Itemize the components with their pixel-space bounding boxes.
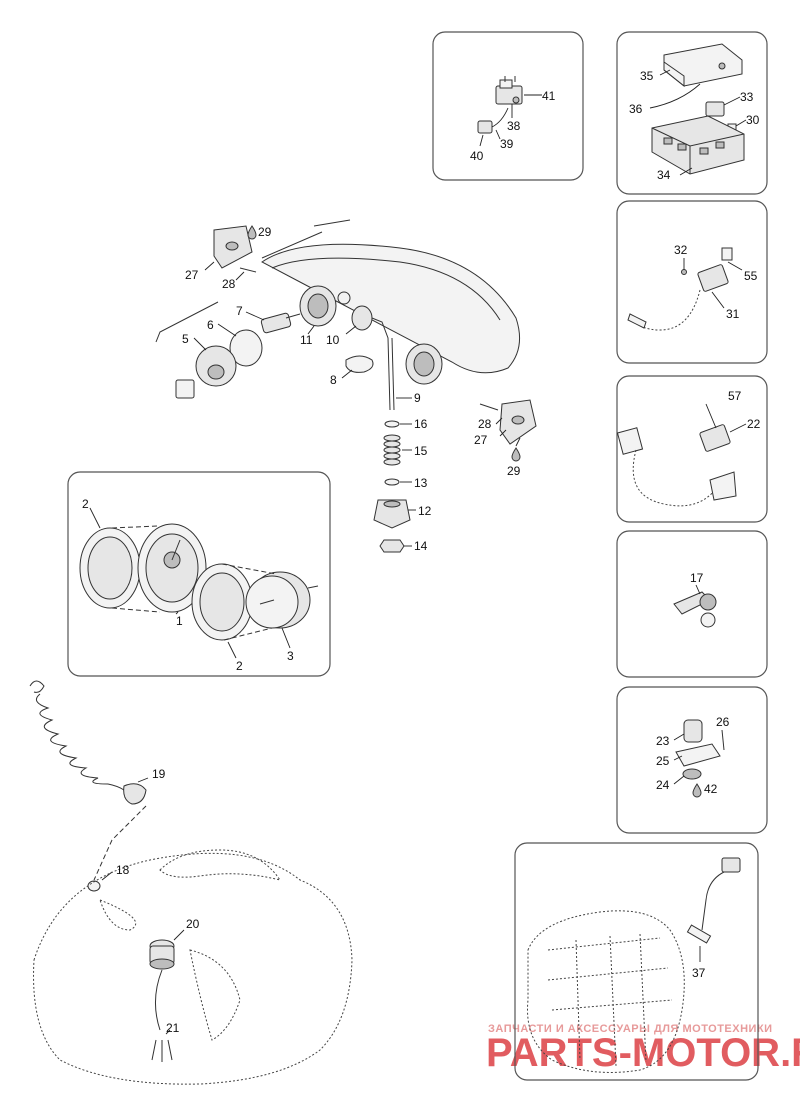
- callout-20: 20: [186, 917, 200, 931]
- panel-module-harness: 57 22: [616, 375, 768, 523]
- lanyard-and-hull: [29, 680, 353, 1085]
- callout-9: 9: [414, 391, 421, 405]
- callout-18: 18: [116, 863, 130, 877]
- drop-icon: [511, 447, 521, 462]
- watermark: ЗАПЧАСТИ И АКСЕССУАРЫ ДЛЯ МОТОТЕХНИКИ PA…: [486, 1023, 800, 1075]
- callout-2-bottom: 2: [236, 659, 243, 673]
- callout-29-bottom: 29: [507, 464, 521, 478]
- panel-key-switch: 17: [616, 530, 768, 678]
- callout-17: 17: [690, 571, 704, 585]
- callout-57: 57: [728, 389, 742, 403]
- callout-38: 38: [507, 119, 521, 133]
- callout-27-bottom: 27: [474, 433, 488, 447]
- panel-relay-switch: 41 38 39 40: [432, 31, 584, 181]
- panel-buzzer: 23 25 24 26 42: [616, 686, 768, 834]
- callout-42: 42: [704, 782, 718, 796]
- panel-relay-harness: 32 55 31: [616, 200, 768, 364]
- watermark-tagline: ЗАПЧАСТИ И АКСЕССУАРЫ ДЛЯ МОТОТЕХНИКИ: [488, 1023, 773, 1035]
- callout-16: 16: [414, 417, 428, 431]
- panel-gauges: 2 1 2 3: [67, 471, 331, 677]
- callout-14: 14: [414, 539, 428, 553]
- callout-5: 5: [182, 332, 189, 346]
- callout-21: 21: [166, 1021, 180, 1035]
- callout-6: 6: [207, 318, 214, 332]
- callout-28-top: 28: [222, 277, 236, 291]
- callout-33: 33: [740, 90, 754, 104]
- callout-15: 15: [414, 444, 428, 458]
- bracket-upper: [204, 225, 257, 281]
- callout-2-top: 2: [82, 497, 89, 511]
- callout-40: 40: [470, 149, 484, 163]
- callout-23: 23: [656, 734, 670, 748]
- callout-8: 8: [330, 373, 337, 387]
- callout-30: 30: [746, 113, 760, 127]
- callout-19: 19: [152, 767, 166, 781]
- drop-icon: [247, 225, 257, 240]
- callout-35: 35: [640, 69, 654, 83]
- panel-sensor: 37: [514, 842, 759, 1081]
- callout-11: 11: [300, 333, 313, 347]
- callout-55: 55: [744, 269, 758, 283]
- callout-31: 31: [726, 307, 740, 321]
- bracket-lower: [479, 399, 537, 462]
- clip-8: [341, 355, 374, 379]
- callout-34: 34: [657, 168, 671, 182]
- watermark-brand: PARTS-MOTOR.RU: [486, 1031, 800, 1075]
- callout-22: 22: [747, 417, 761, 431]
- callout-26: 26: [716, 715, 730, 729]
- callout-29-top: 29: [258, 225, 272, 239]
- drop-icon: [692, 783, 702, 798]
- callout-32: 32: [674, 243, 688, 257]
- callout-37: 37: [692, 966, 706, 980]
- callout-41: 41: [542, 89, 556, 103]
- headlight-assembly: [155, 219, 521, 399]
- callout-27-top: 27: [185, 268, 199, 282]
- callout-12: 12: [418, 504, 432, 518]
- callout-36: 36: [629, 102, 643, 116]
- callout-24: 24: [656, 778, 670, 792]
- callout-3: 3: [287, 649, 294, 663]
- callout-13: 13: [414, 476, 428, 490]
- callout-28-bottom: 28: [478, 417, 492, 431]
- callout-7: 7: [236, 304, 243, 318]
- callout-10: 10: [326, 333, 340, 347]
- callout-25: 25: [656, 754, 670, 768]
- adjuster-stack: [371, 317, 416, 553]
- callout-1: 1: [176, 614, 183, 628]
- panel-fuse-box: 35 36 33 30 34: [616, 31, 768, 195]
- callout-39: 39: [500, 137, 514, 151]
